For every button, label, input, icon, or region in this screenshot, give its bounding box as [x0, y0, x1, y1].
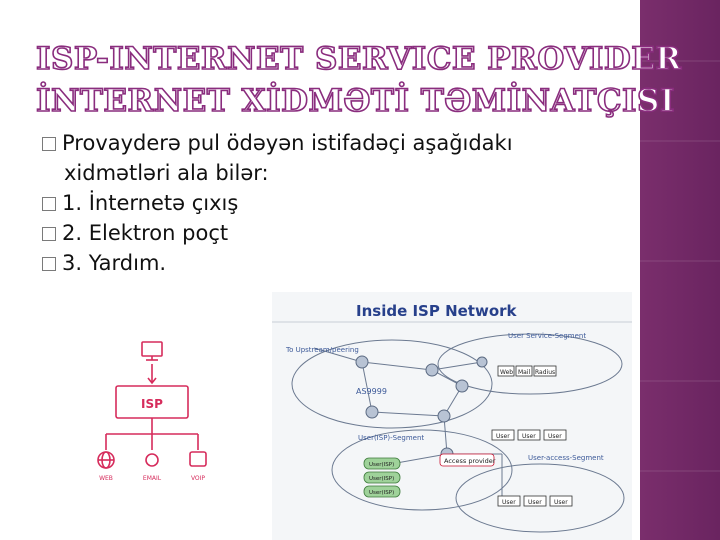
mail-server-box	[515, 365, 533, 377]
user-isp-item	[363, 457, 401, 470]
user-box	[543, 429, 567, 441]
bullet-item: 2. Elektron poçt	[40, 218, 630, 248]
web-label: WEB	[99, 475, 113, 482]
access-provider-box	[439, 453, 495, 467]
title-line-2: İNTERNET XİDMƏTİ TƏMİNATÇISI	[35, 82, 675, 120]
mail-box-label: Mail	[518, 369, 531, 376]
access-provider-label: Access provider	[444, 457, 496, 465]
radius-server-box	[533, 365, 557, 377]
bullet-item: 1. İnternetə çıxış	[40, 188, 630, 218]
bullet-list: Provayderə pul ödəyən istifadəçi aşağıda…	[40, 128, 630, 278]
bullet-item: Provayderə pul ödəyən istifadəçi aşağıda…	[40, 128, 630, 158]
bullet-text: Provayderə pul ödəyən istifadəçi aşağıda…	[62, 131, 513, 155]
user-box-label: User	[496, 433, 510, 440]
bullet-text: 3. Yardım.	[62, 251, 167, 275]
user-box	[549, 495, 573, 507]
bullet-box-icon	[42, 227, 56, 241]
user-isp-segment-label: User(ISP)-Segment	[358, 434, 424, 442]
user-isp-label: User(ISP)	[369, 490, 394, 496]
user-box	[517, 429, 541, 441]
isp-network-diagram: Inside ISP Network To Upstream/peering A…	[272, 292, 632, 540]
user-access-segment-label: User-access-Segment	[528, 454, 604, 462]
bullet-text: 2. Elektron poçt	[62, 221, 229, 245]
user-box	[497, 495, 521, 507]
email-at-icon	[145, 453, 159, 467]
bullet-item: 3. Yardım.	[40, 248, 630, 278]
user-service-segment-label: User Service-Segment	[508, 332, 586, 340]
user-box-label: User	[548, 433, 562, 440]
router-icon	[476, 356, 488, 368]
title-line-1: ISP-INTERNET SERVICE PROVIDER	[35, 40, 682, 78]
user-isp-label: User(ISP)	[369, 476, 394, 482]
user-isp-label: User(ISP)	[369, 462, 394, 468]
user-box	[491, 429, 515, 441]
user-isp-item	[363, 485, 401, 498]
router-icon	[365, 405, 379, 419]
network-title: Inside ISP Network	[356, 302, 518, 320]
email-label: EMAIL	[143, 475, 162, 482]
router-icon	[355, 355, 369, 369]
computer-icon	[141, 341, 163, 357]
bullet-text: 1. İnternetə çıxış	[62, 191, 239, 215]
user-box-label: User	[522, 433, 536, 440]
router-icon	[437, 409, 451, 423]
radius-box-label: Radius	[535, 369, 555, 376]
slide-title: ISP-INTERNET SERVICE PROVIDER İNTERNET X…	[35, 38, 682, 122]
web-box-label: Web	[500, 369, 513, 376]
user-box-label: User	[528, 499, 542, 506]
isp-services-diagram: ISP WEB EMAIL VOIP	[97, 341, 207, 482]
bullet-box-icon	[42, 197, 56, 211]
router-icon	[455, 379, 469, 393]
voip-label: VOIP	[191, 475, 205, 482]
router-icon	[425, 363, 439, 377]
bullet-continuation: xidmətləri ala bilər:	[64, 161, 269, 185]
isp-label: ISP	[141, 397, 163, 411]
upstream-label: To Upstream/peering	[285, 346, 359, 354]
bullet-box-icon	[42, 257, 56, 271]
voip-phone-icon	[189, 451, 207, 467]
as-label: AS9999	[356, 387, 387, 396]
user-box-label: User	[502, 499, 516, 506]
user-box	[523, 495, 547, 507]
web-server-box	[497, 365, 515, 377]
user-box-label: User	[554, 499, 568, 506]
bullet-box-icon	[42, 137, 56, 151]
decorative-side-band	[640, 0, 720, 540]
user-isp-item	[363, 471, 401, 484]
